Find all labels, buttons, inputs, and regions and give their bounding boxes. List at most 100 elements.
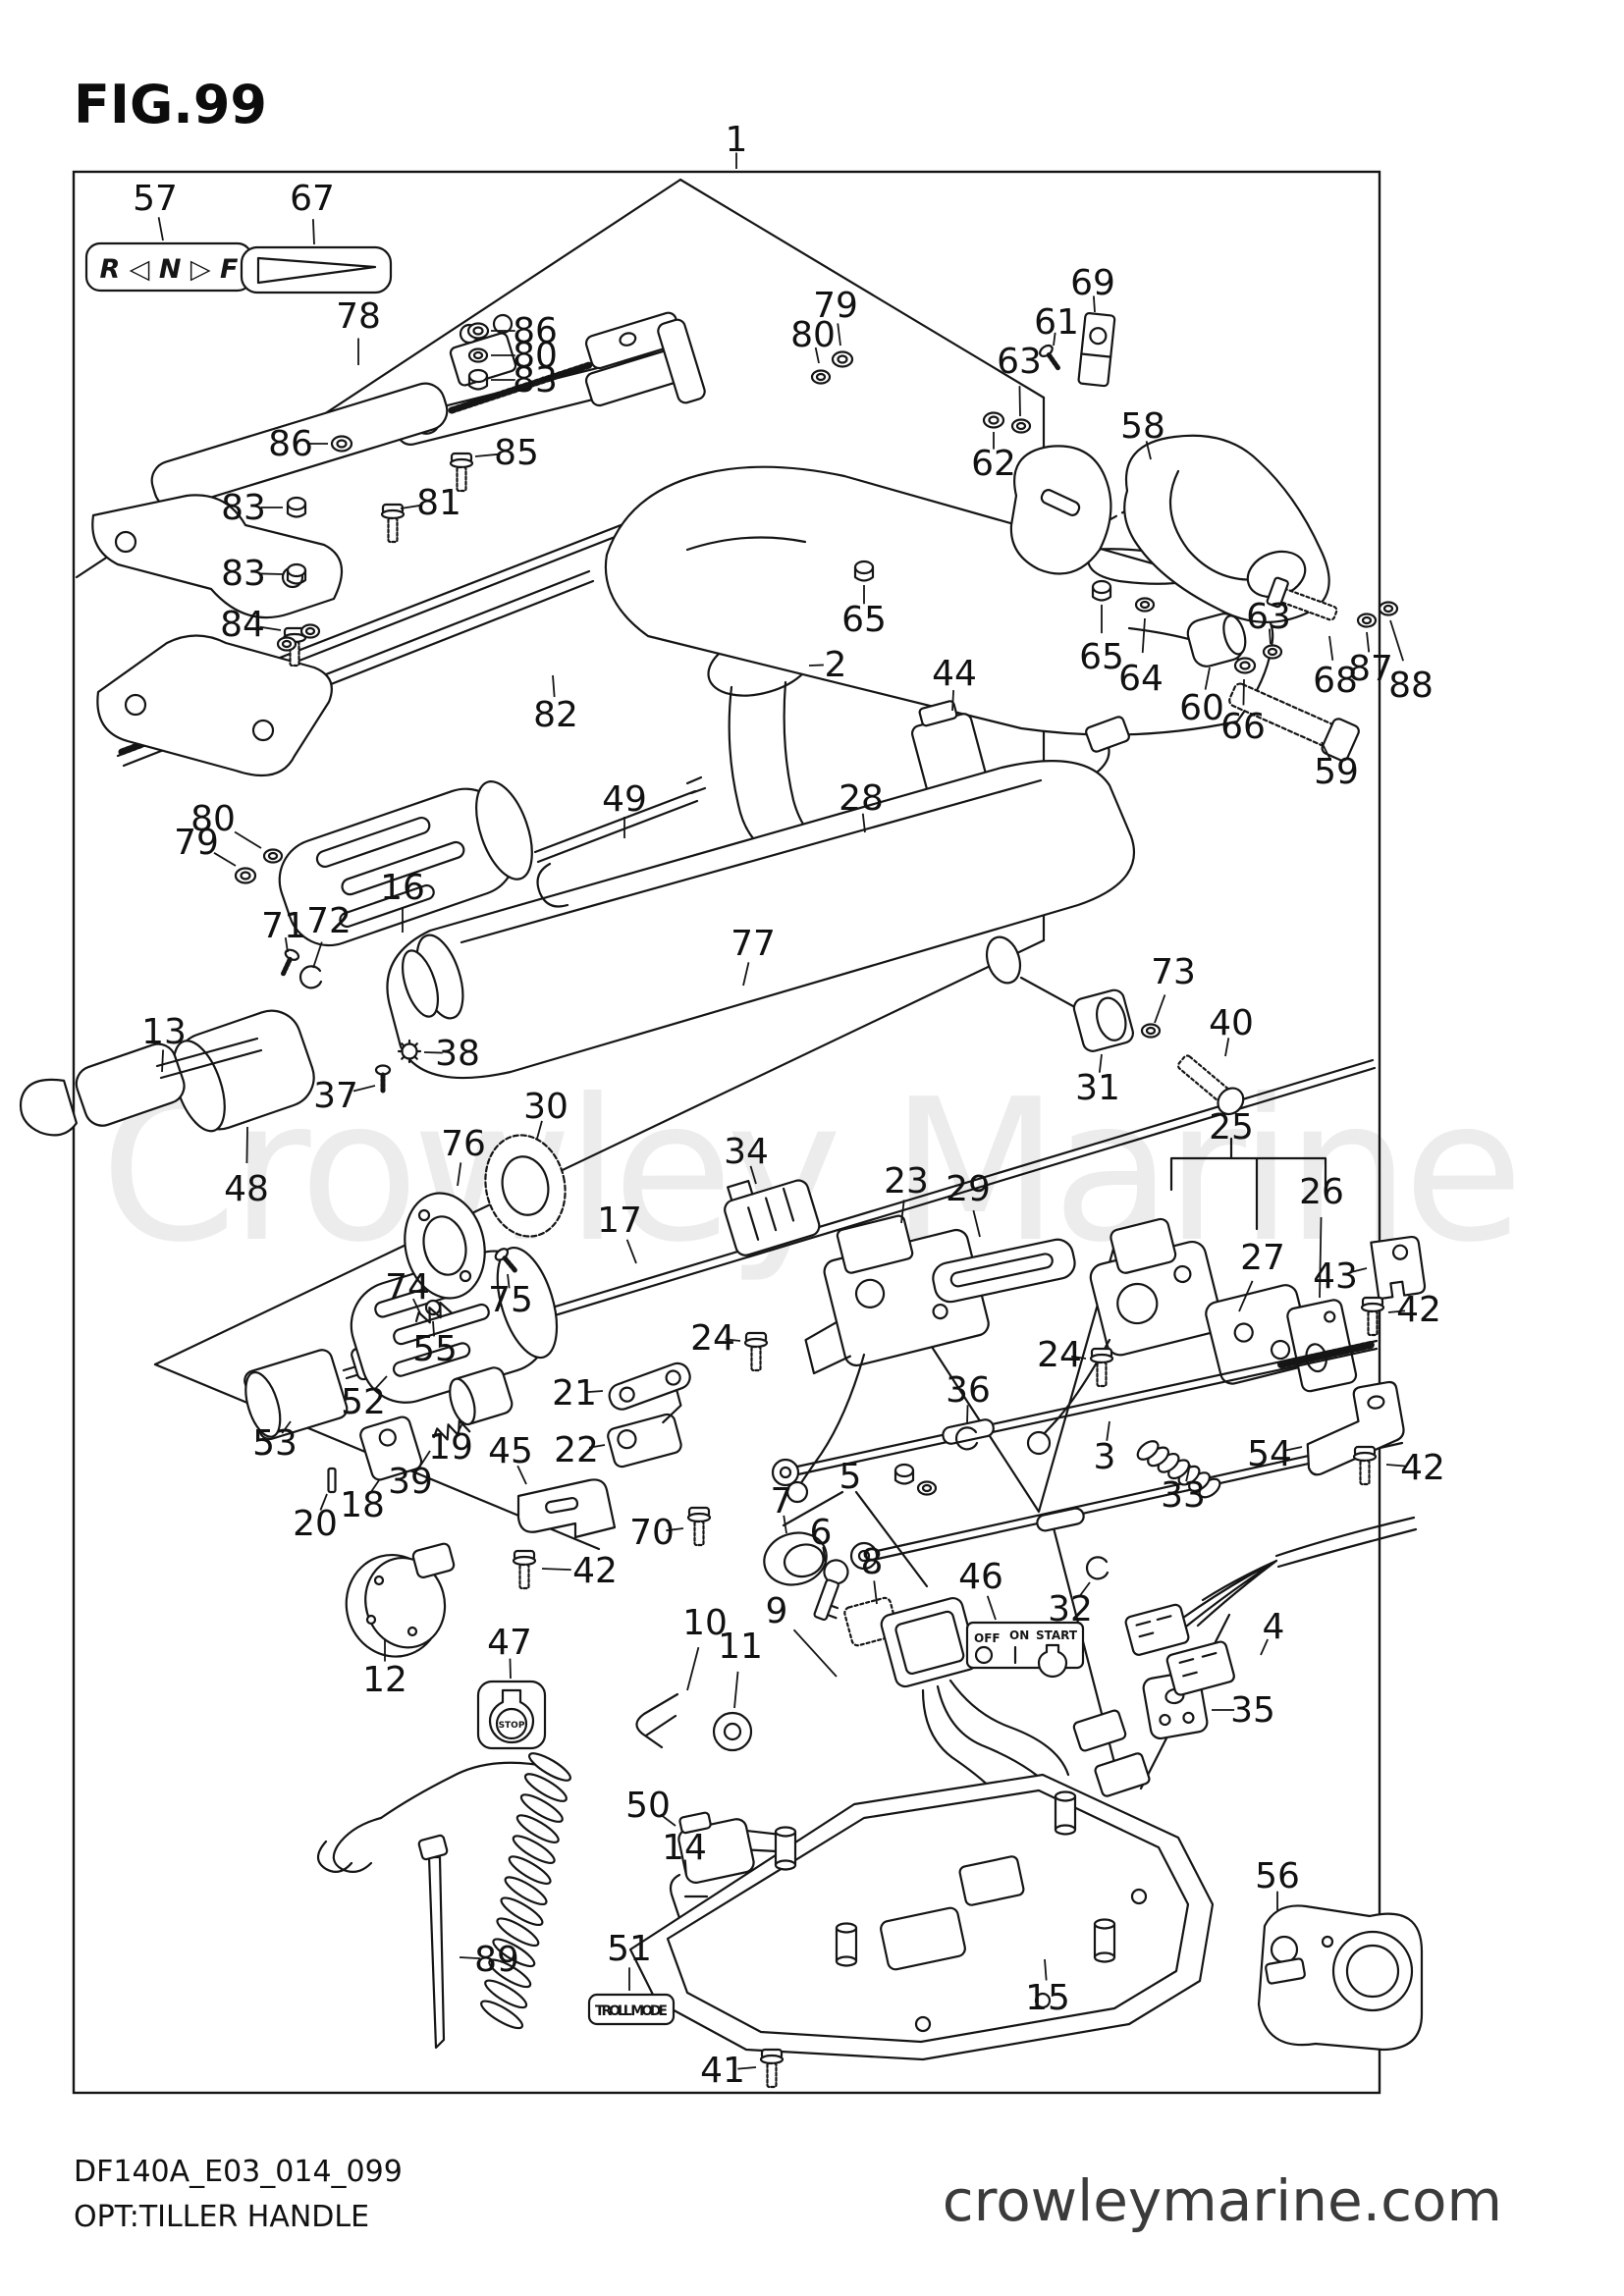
part-label-60: 60 (1179, 688, 1224, 728)
part-label-63: 63 (997, 342, 1042, 382)
glyph-boltV (1089, 1347, 1114, 1388)
part-label-40: 40 (1209, 1003, 1254, 1043)
part-label-77: 77 (731, 924, 776, 964)
glyph-pin (327, 1467, 337, 1494)
part-label-57: 57 (133, 179, 178, 219)
part-label-6: 6 (810, 1513, 833, 1553)
leader-line-39 (418, 1450, 431, 1468)
leader-line-21 (586, 1390, 604, 1393)
leader-line-9 (792, 1629, 838, 1678)
site-name: crowleymarine.com (943, 2167, 1502, 2234)
part-label-87: 87 (1348, 649, 1393, 689)
leader-line-37 (352, 1085, 376, 1093)
leader-line-22 (588, 1444, 606, 1449)
leader-line-28 (861, 813, 866, 833)
leader-line-30 (536, 1120, 543, 1140)
part-label-62: 62 (971, 444, 1016, 484)
part-label-71: 71 (261, 906, 306, 946)
glyph-boltV (759, 2048, 785, 2089)
leader-line-23 (900, 1200, 905, 1224)
key-panel-off: OFF (974, 1631, 1001, 1645)
leader-line-75 (507, 1273, 511, 1289)
throttle-cables (771, 1339, 1405, 1571)
part-label-79: 79 (813, 286, 858, 326)
part-label-86: 86 (268, 424, 313, 464)
part-label-32: 32 (1048, 1589, 1093, 1629)
leader-line-80 (234, 830, 262, 849)
glyph-coil (480, 1752, 571, 2030)
part-label-72: 72 (306, 901, 352, 941)
leader-line-57 (157, 217, 164, 241)
part-label-65: 65 (1079, 637, 1124, 677)
leader-line-4 (1260, 1638, 1269, 1656)
glyph-washer (1010, 418, 1032, 434)
leader-line-47 (509, 1658, 512, 1680)
leader-line-66 (1242, 678, 1245, 706)
leader-line-38 (423, 1051, 443, 1054)
leader-line-55 (432, 1320, 435, 1337)
leader-line-50 (660, 1813, 677, 1827)
part-label-19: 19 (428, 1427, 473, 1468)
glyph-washer (1134, 597, 1156, 613)
leader-line-42 (1387, 1309, 1406, 1313)
figure-title: FIG.99 (74, 74, 267, 135)
leader-line-32 (1078, 1581, 1091, 1598)
leader-line-43 (1349, 1267, 1368, 1274)
glyph-grommet (853, 560, 875, 582)
part-label-24: 24 (690, 1318, 735, 1359)
leader-line-15 (1044, 1958, 1048, 1981)
key-panel-start: START (1036, 1629, 1078, 1642)
leader-line-34 (749, 1165, 757, 1185)
glyph-washerBig (712, 1711, 753, 1752)
tilt-stop-bracket (1257, 1904, 1424, 2052)
glyph-nut (982, 411, 1005, 429)
part-label-9: 9 (766, 1591, 788, 1631)
glyph-boltV (743, 1331, 769, 1372)
part-label-34: 34 (724, 1132, 769, 1172)
part-label-42: 42 (1400, 1448, 1445, 1488)
glyph-washer (299, 623, 321, 639)
part-label-12: 12 (362, 1660, 407, 1700)
leader-line-89 (459, 1956, 480, 1959)
part-label-20: 20 (293, 1504, 338, 1544)
part-label-83: 83 (221, 554, 266, 594)
part-label-15: 15 (1025, 1978, 1070, 2018)
leader-line-10 (686, 1646, 700, 1691)
key-panel-decal: OFF ON START (965, 1621, 1085, 1679)
part-label-65: 65 (841, 600, 887, 640)
part-label-55: 55 (412, 1329, 458, 1369)
part-label-18: 18 (340, 1485, 385, 1525)
leader-line-42 (1385, 1464, 1407, 1468)
part-label-43: 43 (1313, 1256, 1358, 1297)
part-label-73: 73 (1151, 952, 1196, 992)
leader-line-73 (1154, 994, 1166, 1024)
glyph-washer (276, 636, 298, 652)
leader-line-24 (1071, 1355, 1087, 1360)
stop-key-decal: STOP (476, 1680, 547, 1750)
leader-line-42 (541, 1568, 571, 1571)
leader-line-36 (966, 1405, 969, 1424)
part-label-10: 10 (682, 1603, 728, 1643)
part-label-1: 1 (726, 120, 748, 160)
part-label-11: 11 (718, 1627, 763, 1667)
wire-harness (1124, 1516, 1418, 1696)
leader-line-61 (1053, 332, 1056, 347)
part-label-27: 27 (1240, 1238, 1285, 1278)
leader-line-29 (972, 1209, 981, 1238)
steering-friction-assembly (91, 311, 706, 777)
key-panel-on: ON (1009, 1629, 1029, 1642)
part-label-38: 38 (435, 1034, 480, 1074)
glyph-screw (374, 1064, 392, 1094)
lower-housing (386, 760, 1136, 1080)
glyph-eclip (1085, 1556, 1110, 1580)
part-label-24: 24 (1037, 1335, 1082, 1375)
part-label-69: 69 (1070, 263, 1115, 303)
glyph-washer (916, 1480, 938, 1496)
glyph-coil (1136, 1440, 1221, 1499)
part-label-49: 49 (602, 779, 647, 820)
leader-line-3 (1106, 1420, 1110, 1441)
lower-tray (628, 1773, 1215, 2061)
part-label-80: 80 (513, 336, 558, 376)
part-label-13: 13 (141, 1012, 187, 1052)
